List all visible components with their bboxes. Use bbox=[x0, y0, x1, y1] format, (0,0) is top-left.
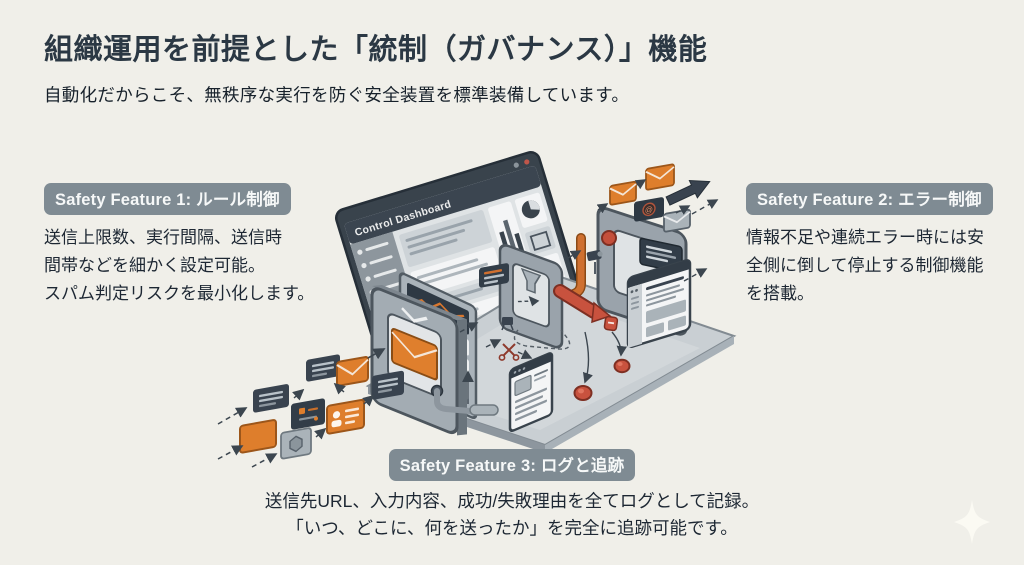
stop-pipe bbox=[553, 233, 612, 324]
envelope-icon bbox=[645, 163, 675, 191]
gray-envelope-icon bbox=[663, 208, 691, 233]
feature-error-control: Safety Feature 2: エラー制御 情報不足や連続エラー時には安 全… bbox=[746, 183, 1024, 308]
feature-2-badge: Safety Feature 2: エラー制御 bbox=[746, 183, 993, 215]
feature-rule-control: Safety Feature 1: ルール制御 送信上限数、実行間隔、送信時 間… bbox=[44, 183, 324, 308]
funnel-icon bbox=[520, 267, 542, 294]
box-icon bbox=[501, 317, 514, 331]
feature-2-description: 情報不足や連続エラー時には安 全側に倒して停止する制御機能 を搭載。 bbox=[746, 228, 984, 303]
camera-icon bbox=[586, 250, 603, 274]
output-document bbox=[626, 259, 692, 349]
page-title: 組織運用を前提とした「統制（ガバナンス）」機能 bbox=[44, 34, 708, 66]
orange-card-icon bbox=[239, 419, 277, 454]
message-card-icon bbox=[372, 370, 404, 400]
message-card-icon bbox=[253, 384, 289, 413]
feature-3-description: 送信先URL、入力内容、成功/失敗理由を全てログとして記録。 「いつ、どこに、何… bbox=[264, 491, 760, 538]
message-card-icon bbox=[306, 354, 340, 382]
big-arrow-icon bbox=[665, 180, 711, 206]
alert-lamp-icon bbox=[601, 230, 617, 246]
mention-chip-icon: @ bbox=[634, 197, 664, 222]
scissors-icon bbox=[498, 343, 520, 361]
trace-line bbox=[582, 331, 593, 384]
trace-line bbox=[611, 331, 628, 357]
error-tag-icon bbox=[603, 315, 619, 332]
feature-1-description: 送信上限数、実行間隔、送信時 間帯などを細かく設定可能。 スパム判定リスクを最小… bbox=[44, 228, 315, 303]
output-flow: @ bbox=[596, 163, 719, 282]
hex-tile-icon bbox=[280, 427, 312, 460]
feature-1-badge: Safety Feature 1: ルール制御 bbox=[44, 183, 291, 215]
feature-3-badge: Safety Feature 3: ログと追跡 bbox=[388, 449, 636, 481]
feature-log-tracking: Safety Feature 3: ログと追跡 送信先URL、入力内容、成功/失… bbox=[0, 449, 1024, 542]
workflow-card-icon bbox=[291, 398, 325, 430]
tracking-pin-icon bbox=[613, 358, 631, 374]
envelope-icon bbox=[336, 356, 369, 387]
filter-gate bbox=[498, 244, 564, 349]
envelope-icon bbox=[391, 327, 438, 381]
config-chip bbox=[479, 263, 509, 288]
page-subtitle: 自動化だからこそ、無秩序な実行を防ぐ安全装置を標準装備しています。 bbox=[44, 85, 630, 105]
input-flow bbox=[217, 348, 404, 468]
envelope-outline-icon bbox=[401, 307, 428, 323]
tracking-pin-icon bbox=[573, 385, 593, 401]
envelope-icon bbox=[609, 180, 637, 206]
id-card-icon bbox=[326, 398, 365, 435]
sparkle-icon bbox=[954, 500, 990, 544]
connector-tube bbox=[430, 384, 499, 416]
mid-flow-arrows bbox=[459, 250, 582, 360]
floor-route bbox=[513, 329, 571, 350]
window-dot-icon bbox=[524, 159, 530, 165]
window-dot-icon bbox=[513, 162, 519, 168]
log-document bbox=[508, 352, 554, 433]
at-glyph: @ bbox=[645, 205, 653, 215]
